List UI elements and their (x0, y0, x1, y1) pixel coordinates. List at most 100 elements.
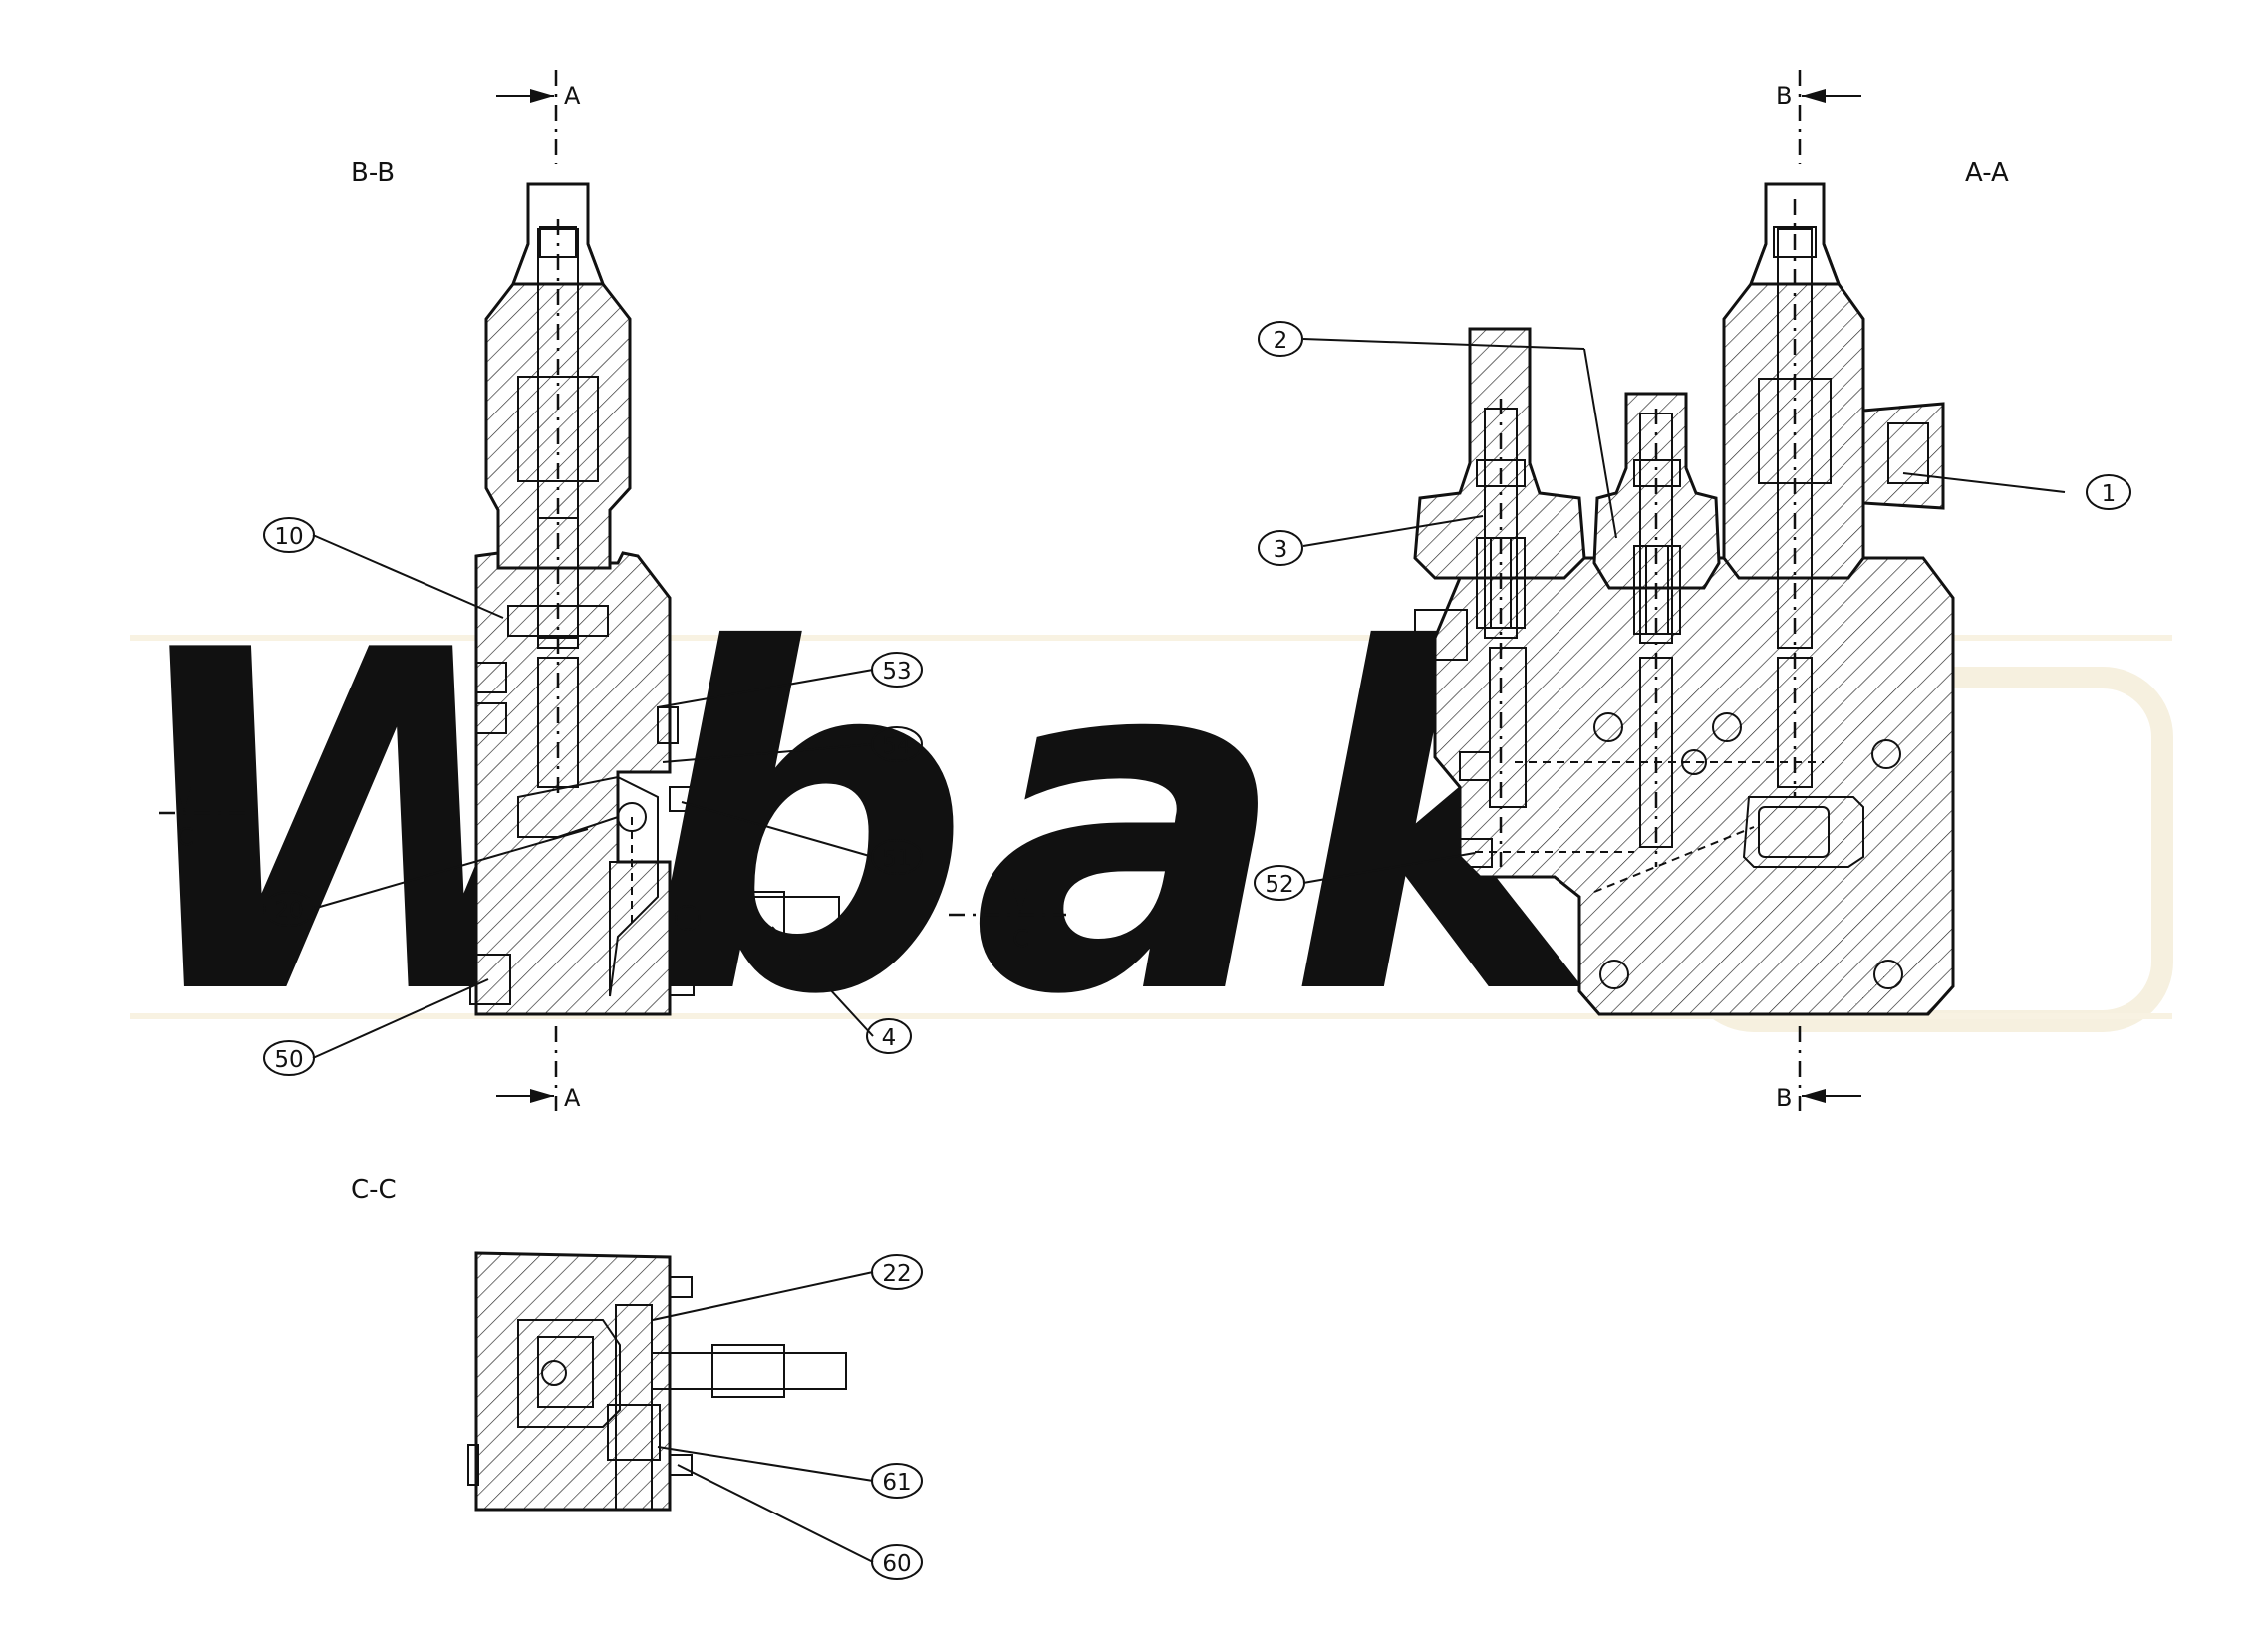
nut-b-b (539, 226, 577, 258)
leader-53 (657, 669, 874, 708)
pin-22-c-c (615, 1304, 653, 1511)
seat-b-b (507, 605, 609, 637)
lower-spool-b-b (537, 517, 579, 639)
cut-label-a-top: A (564, 82, 581, 110)
bolt-hole-3-a-a (1871, 739, 1901, 769)
cut-label-b-top: B (1776, 82, 1792, 110)
cut-arrowhead-b-bottom (1802, 1089, 1826, 1103)
screw-53-b-b (657, 706, 679, 744)
balloon-label-61: 61 (882, 1470, 911, 1496)
plug-left-a-a (1414, 609, 1468, 661)
plug-50-b-b (469, 954, 511, 1005)
cut-label-c-left: C (177, 823, 194, 851)
plunger-b-b (537, 657, 579, 788)
edge-plug-c-c (467, 1444, 479, 1486)
leader-1 (1902, 472, 2066, 493)
leader-54 (662, 743, 874, 763)
leader-22 (652, 1271, 874, 1321)
balloon-10: 10 (263, 517, 315, 553)
plug-52-a-a (1459, 838, 1493, 868)
port-4-spring-b-b (709, 891, 785, 945)
pocket-plug-a-a (1758, 806, 1830, 858)
port-c-c (651, 1352, 847, 1390)
leader-10 (312, 534, 504, 619)
leader-51 (681, 801, 874, 858)
body-c-c (474, 1251, 672, 1512)
balloon-label-3: 3 (1274, 537, 1288, 563)
screw-lower-b-b (669, 970, 695, 996)
leader-2-b (1583, 348, 1617, 539)
cut-arrowhead-b-top (1802, 89, 1826, 103)
port-spring-c-c (711, 1344, 785, 1398)
bolt-hole-6-a-a (1681, 749, 1707, 775)
plug-mid-b-b (475, 702, 507, 734)
balloon-3: 3 (1258, 530, 1303, 566)
plug-upper-b-b (475, 662, 507, 693)
lever-cavity-b-b (517, 775, 659, 997)
cut-label-b-bottom: B (1776, 1084, 1792, 1112)
balloon-50: 50 (263, 1040, 315, 1076)
balloon-51: 51 (871, 839, 923, 875)
leader-3 (1302, 515, 1484, 547)
lever-cavity-c-c (517, 1319, 621, 1428)
pivot-c-c (541, 1360, 567, 1386)
leader-20 (312, 828, 589, 910)
balloon-22: 22 (871, 1254, 923, 1290)
balloon-label-54: 54 (882, 733, 911, 759)
balloon-4: 4 (866, 1018, 912, 1054)
balloon-2: 2 (1258, 321, 1303, 357)
balloon-53: 53 (871, 652, 923, 688)
cut-arrowhead-c-right (1013, 889, 1027, 913)
balloon-label-1: 1 (2102, 481, 2117, 507)
balloon-label-4: 4 (882, 1025, 897, 1051)
port-bore-1-a-a (1887, 422, 1929, 484)
balloon-label-50: 50 (274, 1047, 303, 1073)
balloon-label-22: 22 (882, 1261, 911, 1287)
cut-arrowhead-a-bottom (530, 1089, 554, 1103)
balloon-52: 52 (1254, 865, 1305, 901)
balloon-1: 1 (2086, 474, 2131, 510)
cartridge-3-a-a (1413, 327, 1586, 580)
bolt-hole-5-a-a (1873, 960, 1903, 989)
balloon-20: 20 (263, 891, 315, 927)
plug-61-c-c (607, 1404, 661, 1461)
bolt-hole-2-a-a (1712, 712, 1742, 742)
leader-50 (312, 978, 489, 1059)
port-4-pin-b-b (675, 905, 701, 931)
balloon-label-53: 53 (882, 659, 911, 685)
screw-51-b-b (669, 786, 695, 812)
cut-label-c-right: C (1012, 925, 1029, 953)
port-fitting-1-a-a (1861, 402, 1945, 510)
view-c-c: C-C (351, 1175, 847, 1512)
balloon-label-52: 52 (1265, 872, 1293, 898)
channel-diagonal-a-a (1593, 826, 1755, 893)
balloon-label-51: 51 (882, 846, 911, 872)
callouts: 10 53 54 51 20 4 50 2 (263, 321, 2131, 1580)
balloon-label-20: 20 (274, 898, 303, 924)
balloon-label-2: 2 (1274, 328, 1288, 354)
leader-61 (657, 1446, 874, 1482)
view-title-a-a: A-A (1965, 158, 2009, 188)
balloon-61: 61 (871, 1463, 923, 1499)
view-a-a: A-A B B (1413, 70, 2009, 1112)
pocket-a-a (1742, 796, 1864, 868)
leader-2-a (1302, 338, 1585, 350)
plunger-3-a-a (1489, 647, 1527, 808)
leader-52 (1302, 852, 1476, 884)
leader-4 (771, 926, 874, 1037)
bolt-hole-1-a-a (1593, 712, 1623, 742)
bolt-hole-4-a-a (1599, 960, 1629, 989)
lever-c-c (537, 1336, 594, 1408)
balloon-60: 60 (871, 1544, 923, 1580)
view-title-b-b: B-B (351, 158, 395, 188)
cut-arrowhead-c-left (177, 787, 191, 811)
port-4-b-b (669, 896, 840, 940)
spring-core-b-b (537, 376, 579, 482)
screw-top-c-c (669, 1276, 693, 1298)
nut-1-a-a (1773, 226, 1817, 258)
balloon-label-10: 10 (274, 524, 303, 550)
balloon-label-60: 60 (882, 1551, 911, 1577)
view-b-b: B-B A A C C (159, 70, 1066, 1112)
